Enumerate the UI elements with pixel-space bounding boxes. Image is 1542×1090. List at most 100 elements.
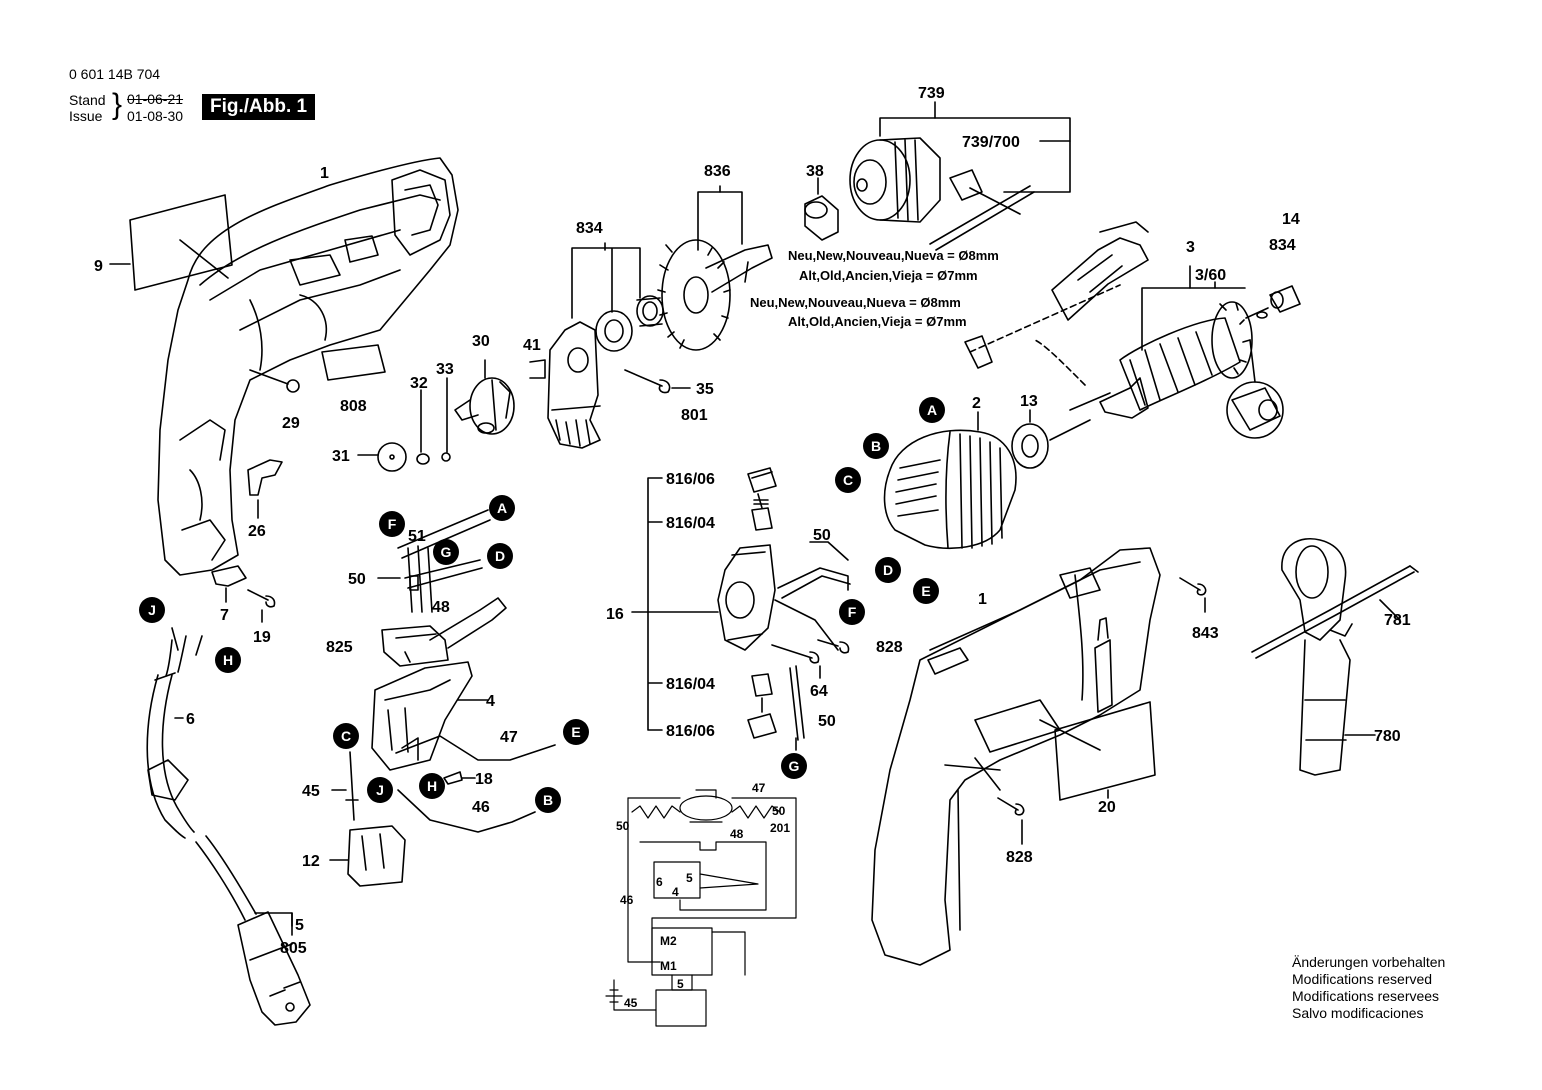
- armature-3: [1069, 301, 1269, 419]
- connector-marker-a2: A: [489, 495, 515, 521]
- connector-letter: B: [871, 438, 881, 454]
- label-plate-20: [1054, 701, 1156, 801]
- part-label: 816/04: [666, 676, 715, 693]
- ring-32: [416, 453, 430, 465]
- connector-circle: [487, 543, 513, 569]
- part-label: 816/06: [666, 471, 715, 488]
- part-label: 32: [410, 375, 428, 392]
- part-label: 780: [1374, 728, 1401, 745]
- connector-marker-f2: F: [379, 511, 405, 537]
- bearing-13: [1011, 423, 1049, 469]
- screw-35: [624, 369, 671, 394]
- screw-18: [443, 771, 463, 785]
- circuit-label: 47: [752, 781, 766, 795]
- field-2: [883, 429, 1017, 550]
- part-label: 20: [1098, 799, 1116, 816]
- part-label: 29: [282, 415, 300, 432]
- part-label: 46: [472, 799, 490, 816]
- label-plate-808: [321, 344, 386, 381]
- part-label: 7: [220, 607, 229, 624]
- connector-circle: [333, 723, 359, 749]
- assembly-line: [1034, 339, 1086, 386]
- part-12: [347, 825, 406, 887]
- part-label: 12: [302, 853, 320, 870]
- part-label: 50: [813, 527, 831, 544]
- connector-circle: [139, 597, 165, 623]
- ball-33: [441, 452, 451, 462]
- connector-marker-d1: D: [875, 557, 901, 583]
- part-label: 18: [475, 771, 493, 788]
- screw-843: [1179, 577, 1207, 596]
- part-label: 5: [295, 917, 304, 934]
- part-label: 834: [576, 220, 603, 237]
- part-label: 45: [302, 783, 320, 800]
- connector-marker-b1: B: [863, 433, 889, 459]
- part-label: 739/700: [962, 134, 1020, 151]
- connector-circle: [563, 719, 589, 745]
- part-label: 836: [704, 163, 731, 180]
- connector-letter: J: [148, 602, 156, 618]
- connector-circle: [489, 495, 515, 521]
- connector-circle: [433, 539, 459, 565]
- brush-cap-816-06: [747, 467, 777, 493]
- part-label: 19: [253, 629, 271, 646]
- chuck-739: [849, 137, 941, 223]
- leader-line: [179, 239, 229, 279]
- part-label: 3: [1186, 239, 1195, 256]
- connector-50: [409, 575, 419, 591]
- connector-marker-f1: F: [839, 599, 865, 625]
- connector-letter: C: [843, 472, 853, 488]
- connector-circle: [535, 787, 561, 813]
- bearing-ring: [595, 310, 633, 352]
- connector-circle: [215, 647, 241, 673]
- part-label: 30: [472, 333, 490, 350]
- connector-letter: A: [927, 402, 937, 418]
- part-label: 828: [876, 639, 903, 656]
- fan-30: [454, 377, 515, 435]
- connector-letter: F: [388, 516, 397, 532]
- connector-marker-c2: C: [333, 723, 359, 749]
- leader-line: [1039, 719, 1101, 751]
- circuit-label: 201: [770, 821, 790, 835]
- connector-letter: A: [497, 500, 507, 516]
- part-label: 739: [918, 85, 945, 102]
- circuit-label: 50: [616, 819, 630, 833]
- connector-circle: [419, 773, 445, 799]
- housing-half-left: [157, 157, 459, 576]
- brush-key: [1051, 221, 1149, 321]
- pin-45: [345, 751, 359, 821]
- circuit-label: M2: [660, 934, 677, 948]
- part-label: 1: [978, 591, 987, 608]
- sleeve-834-right: [1269, 285, 1301, 313]
- part-label: 13: [1020, 393, 1038, 410]
- leader-line: [249, 369, 289, 385]
- connector-letter: E: [921, 583, 930, 599]
- chuck-note: Neu,New,Nouveau,Nueva = Ø8mm: [788, 248, 999, 263]
- assembly-line: [969, 284, 1121, 353]
- connector-marker-g2: G: [433, 539, 459, 565]
- circuit-label: M1: [660, 959, 677, 973]
- part-label: 2: [972, 395, 981, 412]
- detail-circle: [1226, 381, 1284, 439]
- part-label: 834: [1269, 237, 1296, 254]
- part-number: 0 601 14B 704: [69, 66, 161, 82]
- connector-circle: [835, 467, 861, 493]
- part-label: 843: [1192, 625, 1219, 642]
- connector-circle: [913, 578, 939, 604]
- disclaimer: Änderungen vorbehalten Modifications res…: [1292, 954, 1445, 1022]
- part-label: 828: [1006, 849, 1033, 866]
- connector-letter: F: [848, 604, 857, 620]
- part-label: 1: [320, 165, 329, 182]
- part-label: 41: [523, 337, 541, 354]
- part-label: 33: [436, 361, 454, 378]
- connector-letter: D: [883, 562, 893, 578]
- part-label: 26: [248, 523, 266, 540]
- connector-letter: B: [543, 792, 553, 808]
- circuit-label: 48: [730, 827, 744, 841]
- part-label: 64: [810, 683, 828, 700]
- gear-836: [657, 239, 773, 351]
- connector-marker-j2: J: [367, 777, 393, 803]
- part-label: 16: [606, 606, 624, 623]
- screw-19: [247, 589, 276, 608]
- connector-marker-h1: H: [215, 647, 241, 673]
